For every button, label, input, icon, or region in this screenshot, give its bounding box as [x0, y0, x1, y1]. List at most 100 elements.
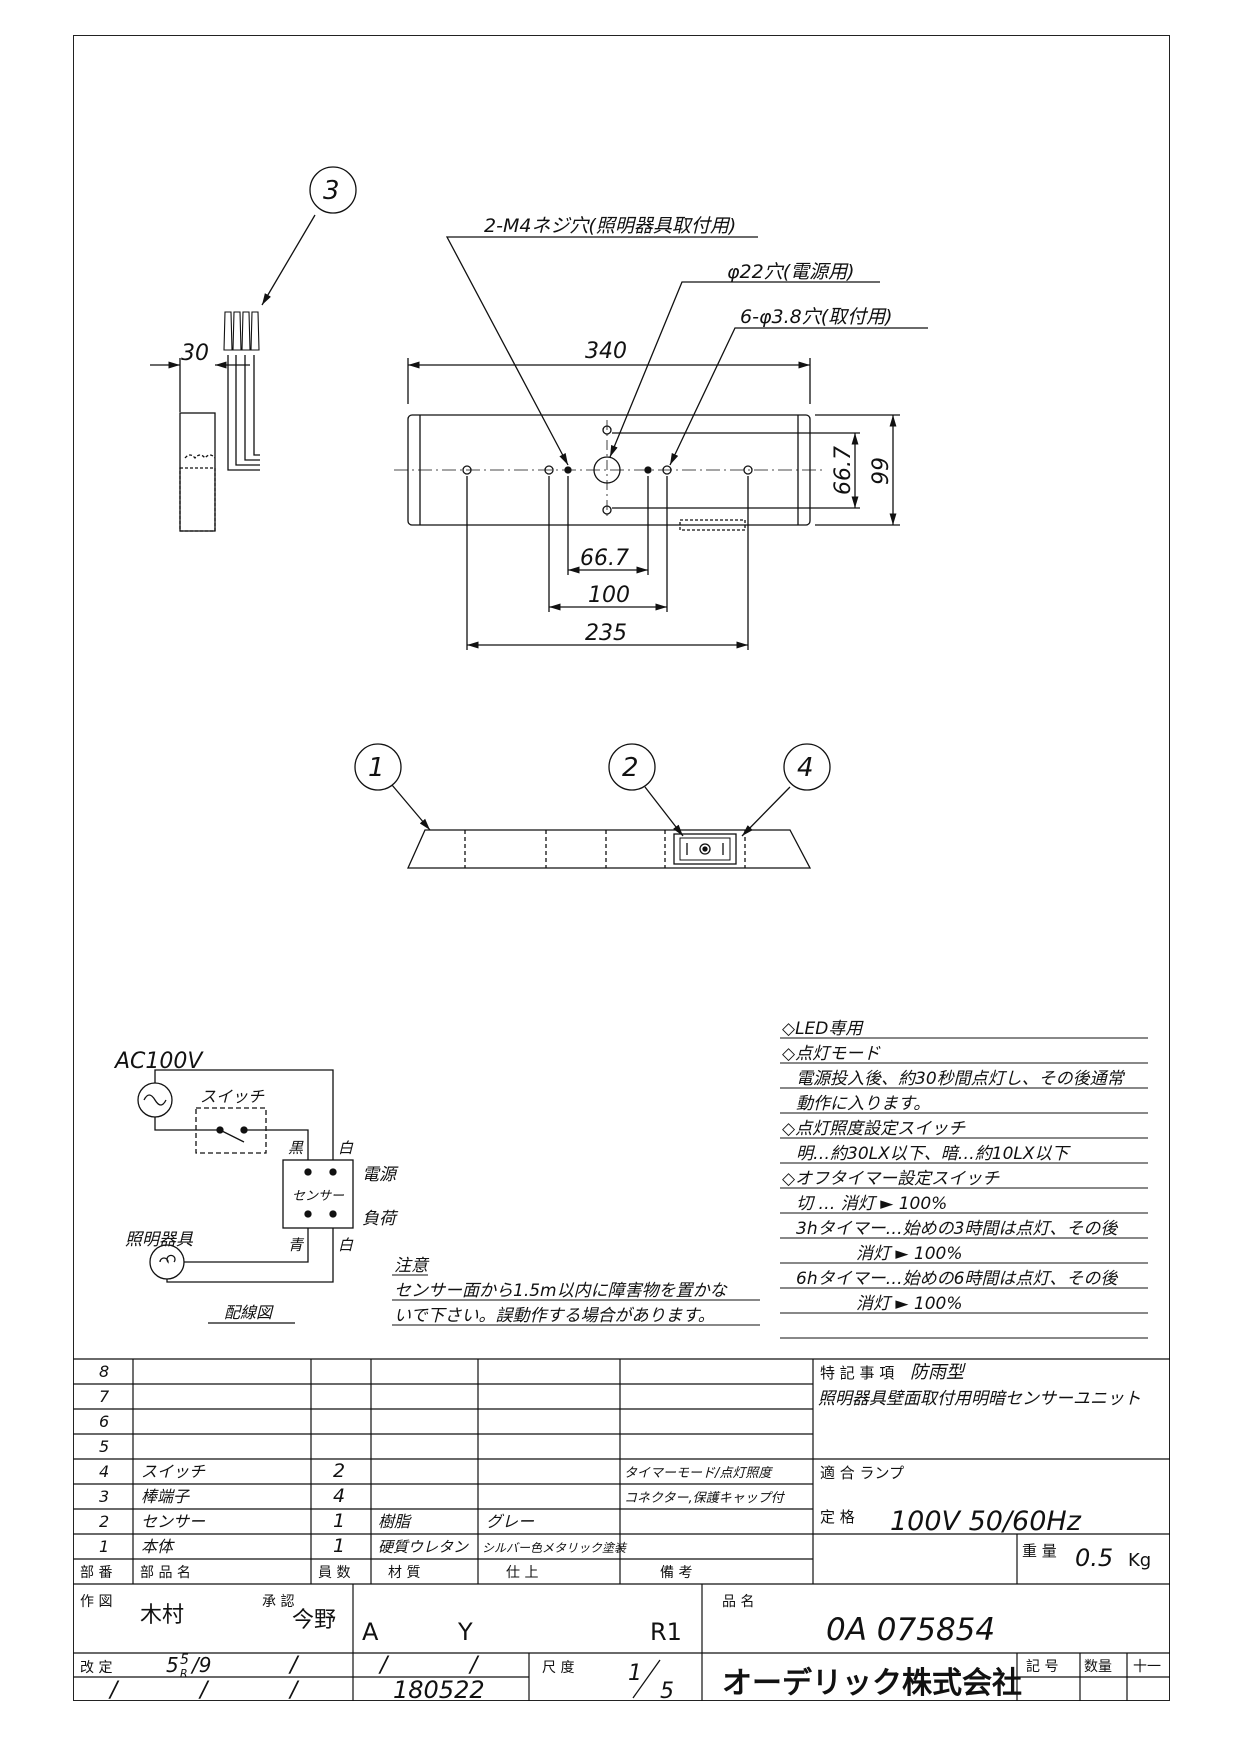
header-qty: 員 数	[318, 1565, 350, 1581]
part-marker-4: 4	[797, 753, 814, 783]
wire-white-top: 白	[338, 1139, 354, 1157]
dim-width: 340	[585, 339, 627, 364]
caution-line-1: センサー面から1.5m以内に障害物を置かな	[394, 1281, 729, 1301]
special-label: 特 記 事 項	[820, 1364, 894, 1382]
part-material: 樹脂	[378, 1512, 412, 1531]
weight-label: 重 量	[1022, 1542, 1057, 1560]
rating-value: 100V 50/60Hz	[890, 1506, 1082, 1537]
change-slash: /	[378, 1653, 390, 1678]
dim-pitch-large: 235	[585, 621, 627, 646]
side-view	[150, 166, 357, 532]
header-material: 材 質	[388, 1565, 420, 1581]
dim-pitch-mid: 100	[588, 583, 630, 608]
wire-blue: 青	[288, 1236, 305, 1254]
change-slash: /	[198, 1678, 210, 1703]
part-remarks: タイマーモード/点灯照度	[624, 1466, 773, 1481]
product-number: 0A 075854	[826, 1612, 995, 1648]
dim-height-inner: 66.7	[831, 446, 856, 495]
date-code: 180522	[393, 1676, 485, 1704]
part-qty: 1	[333, 1510, 345, 1532]
part-number: 7	[99, 1387, 110, 1406]
part-finish: グレー	[486, 1512, 535, 1531]
mount-holes	[462, 425, 753, 515]
company-name: オーデリック株式会社	[722, 1666, 1022, 1701]
note-line: 消灯 ► 100%	[856, 1294, 962, 1314]
part-number: 3	[99, 1487, 109, 1506]
part-name: 本体	[141, 1537, 175, 1556]
sensor-label: センサー	[292, 1189, 345, 1204]
part-number: 4	[99, 1462, 109, 1481]
part-number: 2	[99, 1512, 109, 1531]
part-number: 5	[99, 1437, 109, 1456]
part-marker-2: 2	[622, 753, 639, 783]
special-value: 防雨型	[910, 1362, 966, 1383]
change-label: 改 定	[80, 1660, 112, 1676]
top-view	[394, 236, 928, 650]
note-line: 電源投入後、約30秒間点灯し、その後通常	[796, 1069, 1126, 1089]
title-block	[73, 1584, 1170, 1701]
scale-fraction-bar	[632, 1659, 661, 1699]
dim-height-outer: 99	[869, 457, 894, 485]
note-line: 動作に入ります。	[796, 1094, 930, 1114]
approved-by: 今野	[292, 1608, 336, 1633]
part-remarks: コネクター,保護キャップ付	[624, 1491, 786, 1506]
part-finish: シルバー色メタリック塗装	[482, 1541, 628, 1555]
caution-line-2: いで下さい。誤動作する場合があります。	[394, 1306, 715, 1326]
note-line: ◇オフタイマー設定スイッチ	[782, 1169, 1000, 1189]
power-hole-callout: φ22穴(電源用)	[727, 261, 855, 283]
product-description: 照明器具壁面取付用明暗センサーユニット	[818, 1389, 1141, 1409]
part-name: センサー	[141, 1512, 206, 1531]
approved-label: 承 認	[262, 1594, 294, 1610]
note-line: 明…約30LX以下、暗…約10LX以下	[796, 1144, 1071, 1164]
caution-underlines	[392, 1274, 760, 1326]
header-part-no: 部 番	[80, 1565, 112, 1581]
change-date-sup: 5	[180, 1652, 189, 1668]
drawn-by: 木村	[140, 1603, 184, 1628]
weight-value: 0.5	[1075, 1544, 1113, 1572]
change-date-sub: R	[180, 1667, 188, 1680]
part-number: 8	[99, 1362, 109, 1381]
lamp-label: 照明器具	[125, 1230, 194, 1250]
change-slash: /	[288, 1653, 300, 1678]
header-finish: 仕 上	[506, 1565, 538, 1581]
change-slash: /	[468, 1653, 480, 1678]
plus-minus-label: 十一	[1133, 1659, 1161, 1675]
load-terminal-label: 負荷	[362, 1209, 399, 1229]
part-qty: 2	[333, 1460, 345, 1482]
mark-label: 記 号	[1026, 1658, 1058, 1675]
revision: R1	[650, 1618, 682, 1646]
screw-hole-callout: 2-M4ネジ穴(照明器具取付用)	[484, 215, 736, 237]
part-qty: 4	[333, 1485, 345, 1507]
change-date-tail: /9	[190, 1653, 211, 1677]
scale-denominator: 5	[660, 1679, 674, 1704]
part-name: スイッチ	[141, 1462, 206, 1481]
count-label: 数量	[1084, 1659, 1112, 1675]
note-line: 切 … 消灯 ► 100%	[796, 1194, 947, 1214]
parts-table	[73, 1358, 1170, 1585]
part-material: 硬質ウレタン	[378, 1538, 469, 1556]
power-terminal-label: 電源	[362, 1165, 399, 1185]
note-lines	[780, 1037, 1148, 1339]
part-marker-1: 1	[368, 753, 385, 783]
product-label: 品 名	[722, 1594, 754, 1610]
part-qty: 1	[333, 1535, 345, 1557]
weight-unit: Kg	[1128, 1550, 1151, 1571]
note-line: ◇LED専用	[782, 1019, 864, 1039]
dim-lead-length: 30	[181, 341, 209, 366]
change-slash: /	[108, 1678, 120, 1703]
note-line: ◇点灯モード	[782, 1044, 881, 1064]
scale-label: 尺 度	[542, 1660, 574, 1676]
scale-numerator: 1	[628, 1661, 642, 1686]
wire-black: 黒	[288, 1139, 304, 1157]
ac-label: AC100V	[113, 1049, 204, 1074]
drawn-label: 作 図	[80, 1594, 112, 1610]
note-line: 消灯 ► 100%	[856, 1244, 962, 1264]
wiring-diagram	[137, 1069, 354, 1324]
change-slash: /	[288, 1678, 300, 1703]
change-date-main: 5	[166, 1653, 179, 1677]
lamp-label: 適 合 ランプ	[820, 1464, 904, 1482]
wire-white-bottom: 白	[338, 1236, 354, 1254]
notes: ◇LED専用 ◇点灯モード 電源投入後、約30秒間点灯し、その後通常 動作に入り…	[782, 1019, 1126, 1314]
note-line: 3hタイマー…始めの3時間は点灯、その後	[796, 1219, 1118, 1239]
